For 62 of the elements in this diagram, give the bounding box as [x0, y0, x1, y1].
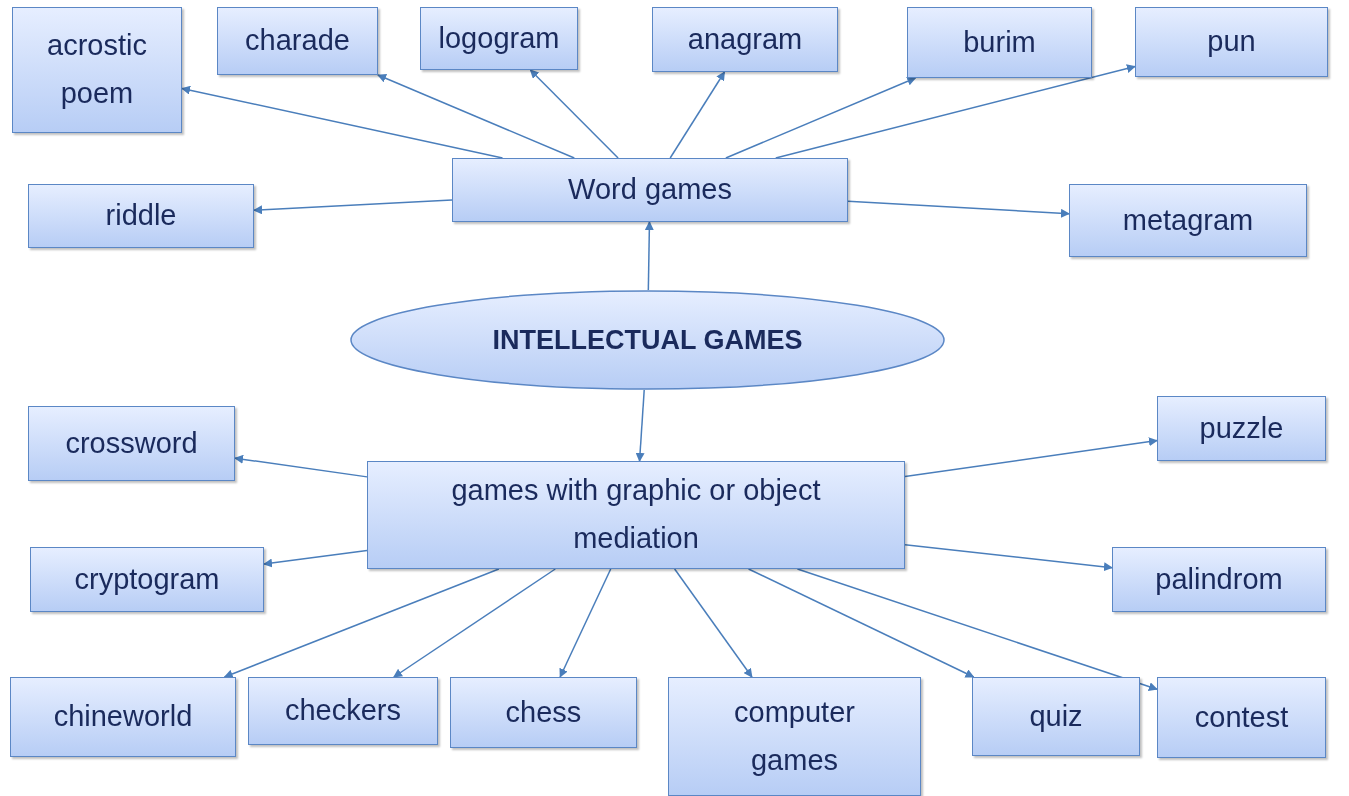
category-box: [28, 406, 235, 481]
category-box: [652, 7, 838, 72]
category-box: [367, 461, 905, 569]
node-label: acrostic poem: [46, 28, 148, 111]
category-box: [12, 7, 182, 133]
category-box: [1112, 547, 1326, 612]
arrow: [847, 200, 1070, 218]
arrow: [669, 71, 726, 159]
arrow: [904, 437, 1158, 478]
node-label: chess: [505, 694, 582, 730]
category-box: [668, 677, 921, 796]
node-label: contest: [1194, 699, 1289, 735]
node-label: checkers: [284, 693, 401, 729]
node-label: riddle: [105, 198, 177, 234]
category-box: [1135, 7, 1328, 77]
root-ellipse: [350, 290, 945, 390]
arrow: [377, 74, 576, 159]
node-label: palindrom: [1155, 561, 1283, 597]
category-box: [450, 677, 637, 748]
node-label: charade: [245, 23, 350, 59]
arrow: [635, 389, 645, 462]
category-box: [420, 7, 578, 70]
category-box: [1157, 396, 1326, 461]
category-box: [28, 184, 254, 248]
arrow: [747, 568, 975, 678]
arrow: [775, 64, 1136, 159]
arrow: [904, 544, 1113, 572]
arrow: [393, 568, 557, 678]
arrow: [673, 568, 753, 678]
node-label: pun: [1207, 24, 1256, 60]
node-label: logogram: [438, 20, 560, 56]
node-label: computer games: [733, 694, 856, 778]
arrow: [559, 568, 612, 678]
node-label: metagram: [1122, 202, 1254, 238]
node-label: crossword: [65, 425, 198, 461]
arrow: [529, 69, 619, 159]
node-label: INTELLECTUAL GAMES: [492, 323, 803, 357]
arrow: [263, 549, 368, 568]
node-label: anagram: [687, 21, 803, 57]
category-box: [1069, 184, 1307, 257]
arrow: [725, 77, 917, 159]
category-box: [217, 7, 378, 75]
category-box: [1157, 677, 1326, 758]
node-label: quiz: [1029, 698, 1083, 734]
node-label: puzzle: [1199, 410, 1284, 446]
node-label: games with graphic or object mediation: [450, 473, 822, 556]
category-box: [907, 7, 1092, 78]
node-label: chineworld: [53, 699, 193, 735]
category-box: [972, 677, 1140, 756]
node-label: cryptogram: [74, 561, 220, 597]
arrow: [796, 568, 1158, 691]
arrow: [223, 568, 500, 679]
arrow: [234, 454, 368, 478]
arrow: [181, 85, 504, 159]
category-box: [452, 158, 848, 222]
node-label: burim: [963, 24, 1036, 60]
node-label: Word games: [568, 172, 732, 208]
category-box: [248, 677, 438, 745]
arrow: [644, 221, 654, 291]
category-box: [10, 677, 236, 757]
arrow: [253, 199, 453, 215]
category-box: [30, 547, 264, 612]
